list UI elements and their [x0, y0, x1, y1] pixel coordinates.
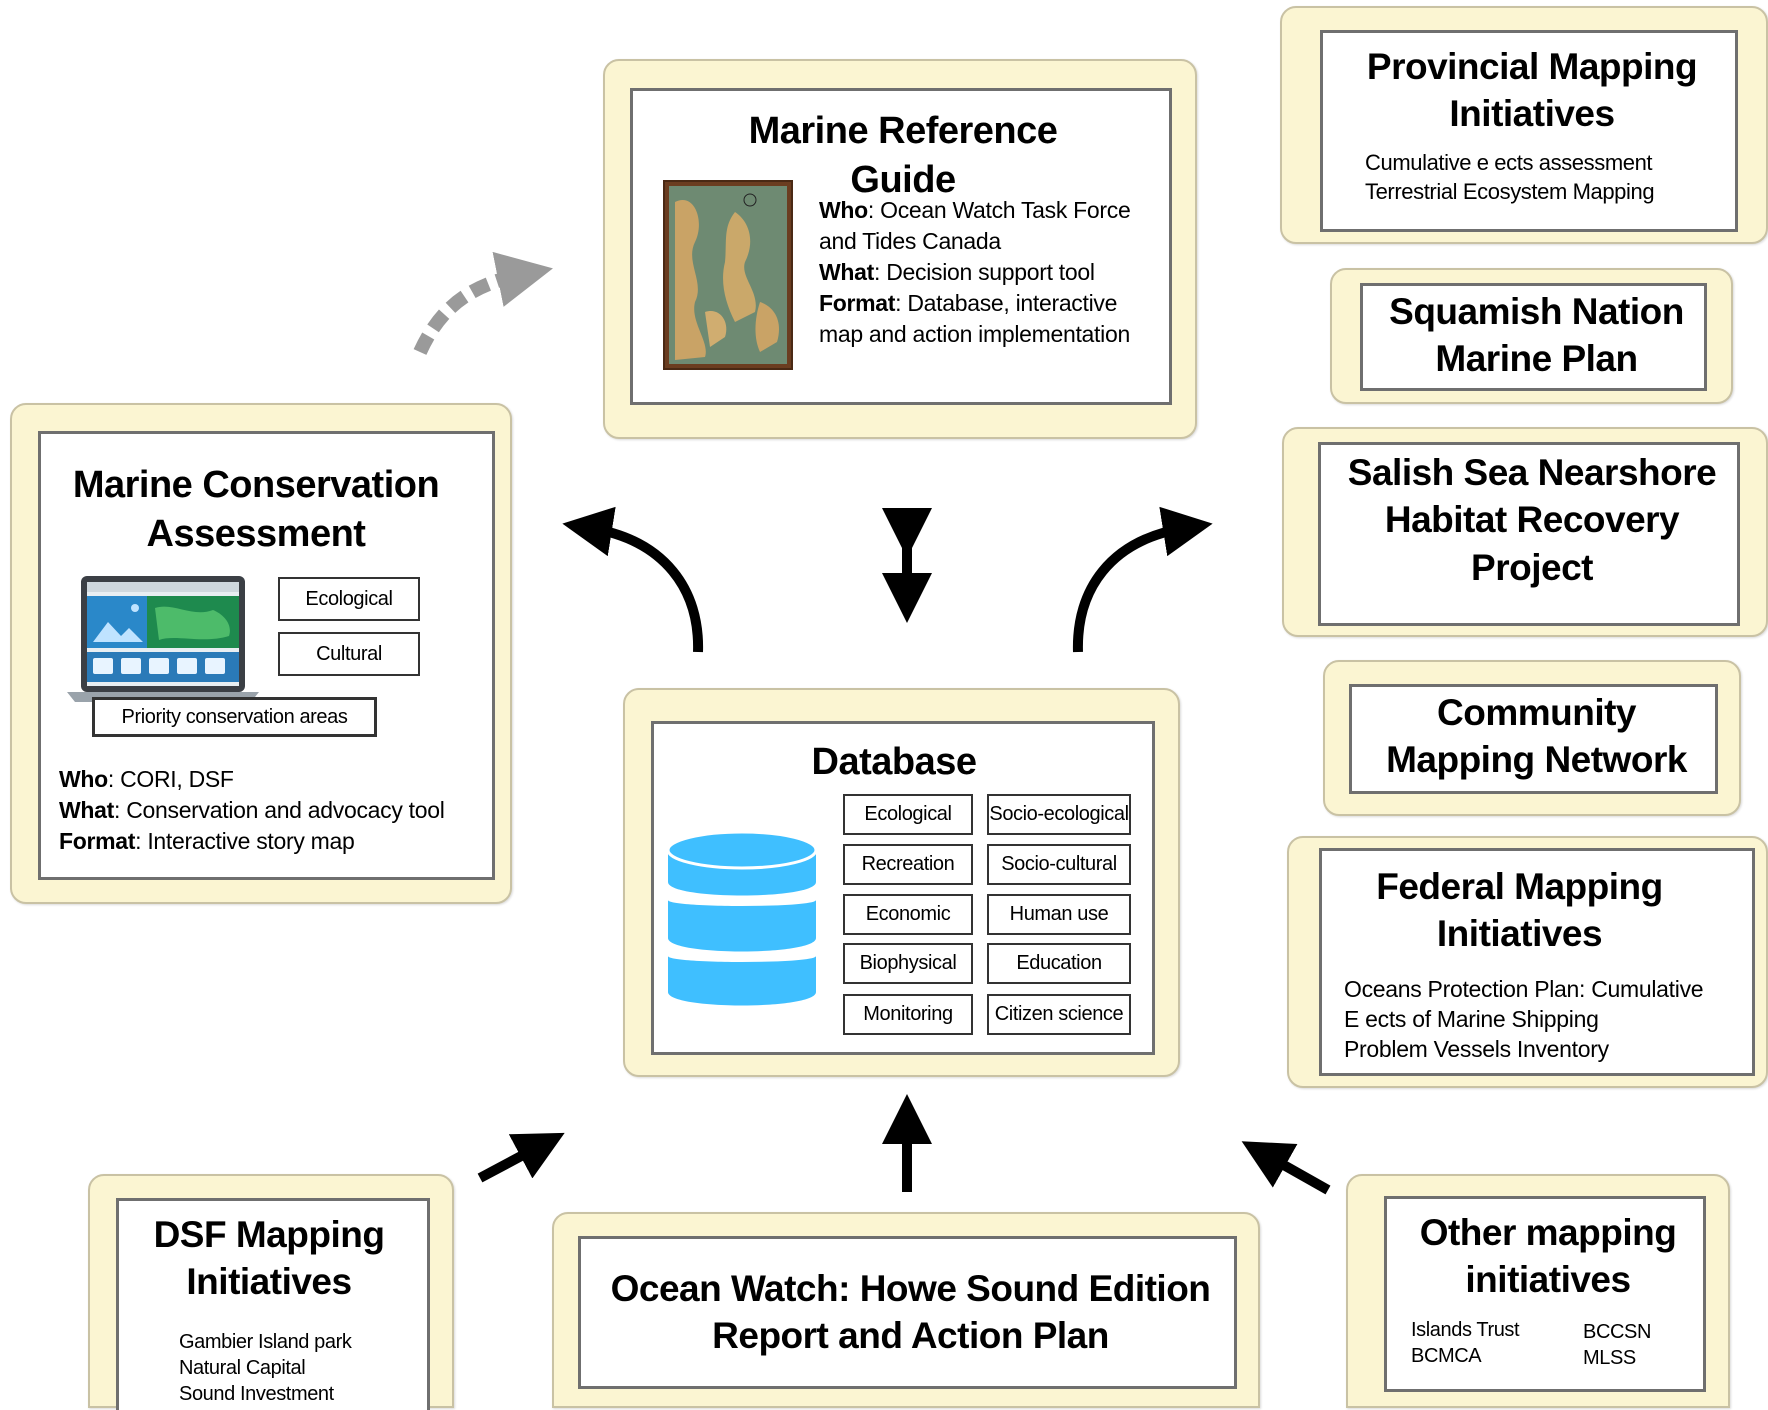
other-col1: Islands Trust BCMCA	[1411, 1319, 1520, 1367]
other-title: Other mapping initiatives	[1419, 1212, 1677, 1301]
other-col2: BCCSN MLSS	[1583, 1321, 1652, 1369]
what-value: : Decision support tool	[874, 259, 1095, 286]
tag-ecological: Ecological	[278, 577, 420, 621]
ocean-watch-title: Ocean Watch: Howe Sound Edition Report a…	[610, 1268, 1211, 1357]
arrow-to-conservation	[562, 506, 704, 653]
squamish-box: Squamish Nation Marine Plan	[1360, 283, 1707, 391]
community-panel: Community Mapping Network	[1323, 660, 1741, 816]
provincial-panel: Provincial Mapping Initiatives Cumulativ…	[1280, 6, 1768, 244]
arrow-from-dsf	[477, 1132, 565, 1183]
marine-conservation-assessment-details: Who: CORI, DSF What: Conservation and ad…	[59, 764, 445, 857]
who-value: : Ocean Watch Task Force	[867, 197, 1131, 223]
squamish-title: Squamish Nation Marine Plan	[1389, 291, 1684, 380]
tag-cultural: Cultural	[278, 632, 420, 676]
ocean-watch-panel: Ocean Watch: Howe Sound Edition Report a…	[552, 1212, 1260, 1408]
database-panel: Database Ecological Socio-ecological Rec…	[623, 688, 1180, 1077]
marine-reference-guide-panel: Marine Reference Guide Who: Ocean Watch …	[603, 59, 1197, 439]
provincial-title: Provincial Mapping Initiatives	[1366, 46, 1698, 135]
marine-conservation-assessment-panel: Marine Conservation Assessment	[10, 403, 512, 904]
provincial-box: Provincial Mapping Initiatives Cumulativ…	[1320, 30, 1738, 232]
format-value: : Interactive story map	[135, 828, 355, 855]
format-label: Format	[59, 828, 136, 855]
database-box: Database Ecological Socio-ecological Rec…	[651, 721, 1155, 1055]
who-value: : CORI, DSF	[107, 766, 234, 792]
who-value-cont: and Tides Canada	[819, 228, 1001, 255]
what-value: : Conservation and advocacy tool	[114, 797, 445, 824]
format-label: Format	[819, 290, 896, 317]
marine-reference-guide-box: Marine Reference Guide Who: Ocean Watch …	[630, 88, 1172, 405]
what-label: What	[59, 797, 115, 824]
laptop-icon	[63, 574, 263, 710]
db-category-human-use: Human use	[987, 894, 1131, 935]
community-box: Community Mapping Network	[1349, 684, 1718, 794]
ocean-watch-box: Ocean Watch: Howe Sound Edition Report a…	[578, 1236, 1237, 1389]
map-image	[663, 180, 793, 370]
db-category-monitoring: Monitoring	[843, 994, 973, 1035]
database-title: Database	[811, 741, 977, 783]
federal-items: Oceans Protection Plan: Cumulative E ect…	[1344, 976, 1704, 1062]
federal-box: Federal Mapping Initiatives Oceans Prote…	[1319, 848, 1755, 1076]
provincial-items: Cumulative e ects assessment Terrestrial…	[1365, 150, 1655, 204]
federal-panel: Federal Mapping Initiatives Oceans Prote…	[1287, 836, 1768, 1088]
who-label: Who	[59, 766, 108, 792]
marine-reference-guide-details: Who: Ocean Watch Task Force and Tides Ca…	[819, 195, 1131, 350]
what-label: What	[819, 259, 875, 286]
who-label: Who	[819, 197, 868, 223]
dsf-box: DSF Mapping Initiatives Gambier Island p…	[116, 1198, 430, 1410]
marine-reference-guide-title: Marine Reference Guide	[748, 110, 1058, 201]
db-category-socio-cultural: Socio-cultural	[987, 844, 1131, 885]
database-icon	[664, 828, 820, 1014]
arrow-from-other	[1241, 1141, 1331, 1195]
dashed-curved-arrow	[413, 251, 553, 355]
arrow-to-right-column	[1072, 506, 1213, 653]
marine-conservation-assessment-title: Marine Conservation Assessment	[72, 464, 440, 555]
other-box: Other mapping initiatives Islands Trust …	[1384, 1196, 1706, 1392]
db-category-citizen-science: Citizen science	[987, 994, 1131, 1035]
tag-priority-conservation-areas: Priority conservation areas	[92, 697, 377, 737]
db-category-ecological: Ecological	[843, 794, 973, 835]
dsf-panel: DSF Mapping Initiatives Gambier Island p…	[88, 1174, 454, 1410]
dsf-items: Gambier Island park Natural Capital Soun…	[179, 1331, 352, 1405]
format-value-cont: map and action implementation	[819, 321, 1130, 348]
salish-panel: Salish Sea Nearshore Habitat Recovery Pr…	[1282, 427, 1768, 637]
federal-title: Federal Mapping Initiatives	[1376, 866, 1663, 955]
db-category-biophysical: Biophysical	[843, 943, 973, 984]
db-category-socio-ecological: Socio-ecological	[987, 794, 1131, 835]
salish-title: Salish Sea Nearshore Habitat Recovery Pr…	[1347, 452, 1717, 588]
db-category-economic: Economic	[843, 894, 973, 935]
marine-conservation-assessment-box: Marine Conservation Assessment	[38, 431, 495, 880]
format-value: : Database, interactive	[895, 290, 1118, 317]
db-category-education: Education	[987, 943, 1131, 984]
community-title: Community Mapping Network	[1386, 692, 1687, 781]
salish-box: Salish Sea Nearshore Habitat Recovery Pr…	[1318, 442, 1740, 626]
dsf-title: DSF Mapping Initiatives	[153, 1214, 385, 1303]
other-panel: Other mapping initiatives Islands Trust …	[1346, 1174, 1730, 1408]
squamish-panel: Squamish Nation Marine Plan	[1330, 268, 1733, 404]
db-category-recreation: Recreation	[843, 844, 973, 885]
